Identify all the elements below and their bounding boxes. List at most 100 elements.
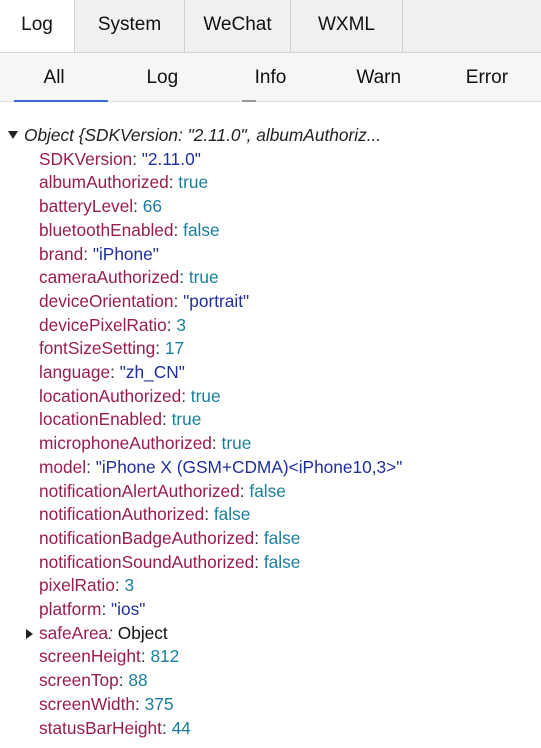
property-key: SDKVersion: [39, 148, 133, 169]
property-key: locationEnabled: [39, 409, 162, 430]
property-value: 17: [164, 338, 185, 359]
property-value: false: [249, 480, 286, 501]
property-row: cameraAuthorized: true: [0, 266, 541, 290]
property-row: notificationBadgeAuthorized: false: [0, 527, 541, 551]
property-key: safeArea: [39, 622, 109, 643]
property-value: 66: [142, 196, 162, 217]
colon-separator: :: [181, 385, 191, 406]
property-value: "2.11.0": [141, 148, 201, 169]
property-row: locationEnabled: true: [0, 408, 541, 432]
property-key: screenHeight: [39, 646, 141, 667]
property-value: 88: [128, 670, 148, 691]
property-row: SDKVersion: "2.11.0": [0, 148, 541, 172]
property-key: fontSizeSetting: [39, 338, 156, 359]
colon-separator: :: [239, 480, 250, 501]
property-key: locationAuthorized: [39, 385, 182, 406]
property-value: true: [178, 172, 209, 193]
filter-all[interactable]: All: [43, 67, 65, 88]
property-row: statusBarHeight: 44: [0, 717, 541, 741]
property-key: notificationAuthorized: [39, 504, 205, 525]
colon-separator: :: [140, 646, 151, 667]
property-value: false: [213, 504, 251, 525]
filter-warn[interactable]: Warn: [356, 67, 402, 88]
property-row: platform: "ios": [0, 598, 541, 622]
colon-separator: :: [86, 456, 96, 477]
colon-separator: :: [173, 290, 184, 311]
colon-separator: :: [132, 148, 142, 169]
colon-separator: :: [179, 267, 189, 288]
object-summary-row[interactable]: Object {SDKVersion: "2.11.0", albumAutho…: [0, 124, 541, 148]
colon-separator: :: [83, 243, 93, 264]
property-value: false: [263, 527, 301, 548]
property-row: albumAuthorized: true: [0, 171, 541, 195]
property-value: false: [183, 219, 220, 240]
top-tab-bar: Log System WeChat WXML: [0, 0, 541, 53]
property-key: notificationBadgeAuthorized: [39, 527, 255, 548]
property-row: locationAuthorized: true: [0, 385, 541, 409]
property-key: screenWidth: [39, 693, 136, 714]
property-value: 375: [144, 693, 174, 714]
tab-wxml[interactable]: WXML: [291, 0, 403, 52]
property-value: "ios": [111, 599, 146, 620]
tab-log[interactable]: Log: [0, 0, 75, 52]
property-value: true: [221, 433, 252, 454]
console-output: Object {SDKVersion: "2.11.0", albumAutho…: [0, 124, 541, 740]
collapsed-caret-icon[interactable]: [26, 628, 33, 639]
property-row: notificationAuthorized: false: [0, 503, 541, 527]
property-key: screenTop: [39, 670, 119, 691]
colon-separator: :: [110, 362, 120, 383]
property-key: albumAuthorized: [39, 172, 169, 193]
property-key: microphoneAuthorized: [39, 433, 212, 454]
colon-separator: :: [118, 670, 129, 691]
colon-separator: :: [133, 196, 143, 217]
expand-caret-icon[interactable]: [8, 131, 18, 139]
colon-separator: :: [211, 433, 222, 454]
property-key: model: [39, 456, 87, 477]
property-key: batteryLevel: [39, 196, 134, 217]
colon-separator: :: [254, 527, 264, 548]
property-key: brand: [39, 243, 84, 264]
property-value: true: [188, 267, 219, 288]
property-value: Object: [117, 622, 168, 643]
property-key: devicePixelRatio: [39, 314, 167, 335]
property-value: "portrait": [183, 290, 250, 311]
colon-separator: :: [204, 504, 214, 525]
property-row: microphoneAuthorized: true: [0, 432, 541, 456]
property-row: bluetoothEnabled: false: [0, 219, 541, 243]
property-row: model: "iPhone X (GSM+CDMA)<iPhone10,3>": [0, 456, 541, 480]
property-key: language: [39, 362, 111, 383]
property-key: pixelRatio: [39, 575, 115, 596]
property-value: "zh_CN": [119, 362, 185, 383]
colon-separator: :: [155, 338, 165, 359]
property-value: false: [263, 551, 301, 572]
object-summary: Object {SDKVersion: "2.11.0", albumAutho…: [24, 125, 382, 145]
property-row: brand: "iPhone": [0, 243, 541, 267]
filter-info[interactable]: Info: [254, 67, 287, 88]
log-filter-bar: All Log Info Warn Error: [0, 53, 541, 102]
colon-separator: :: [135, 693, 145, 714]
colon-separator: :: [108, 622, 118, 643]
property-value: 812: [150, 646, 180, 667]
colon-separator: :: [114, 575, 125, 596]
filter-error[interactable]: Error: [465, 67, 509, 88]
colon-separator: :: [173, 219, 184, 240]
property-row: devicePixelRatio: 3: [0, 314, 541, 338]
property-row: screenTop: 88: [0, 669, 541, 693]
tab-system[interactable]: System: [75, 0, 185, 52]
property-row: language: "zh_CN": [0, 361, 541, 385]
property-key: notificationAlertAuthorized: [39, 480, 240, 501]
property-row: screenHeight: 812: [0, 645, 541, 669]
text-fragment: [242, 100, 256, 102]
property-row: deviceOrientation: "portrait": [0, 290, 541, 314]
filter-log[interactable]: Log: [146, 67, 179, 88]
property-row: batteryLevel: 66: [0, 195, 541, 219]
property-value: "iPhone": [92, 243, 159, 264]
property-row: screenWidth: 375: [0, 693, 541, 717]
tab-wechat[interactable]: WeChat: [185, 0, 291, 52]
colon-separator: :: [161, 717, 172, 738]
property-row[interactable]: safeArea: Object: [0, 622, 541, 646]
colon-separator: :: [168, 172, 179, 193]
colon-separator: :: [101, 599, 112, 620]
property-key: bluetoothEnabled: [39, 219, 174, 240]
property-row: notificationSoundAuthorized: false: [0, 551, 541, 575]
